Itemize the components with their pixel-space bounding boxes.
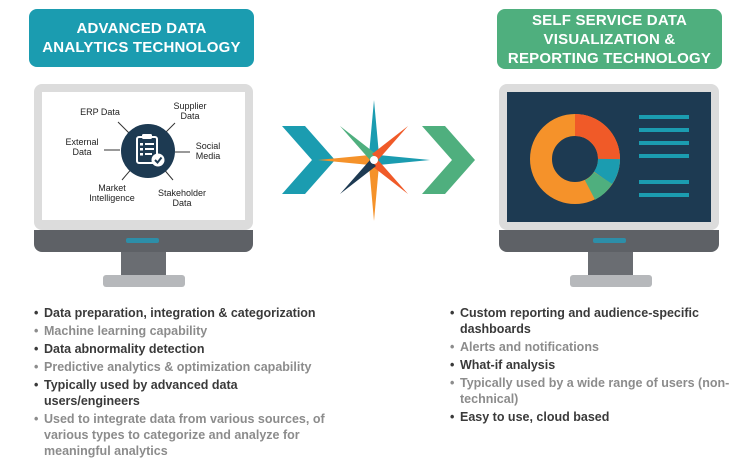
label-supplier-data: Supplier Data: [165, 101, 215, 121]
label-supplier-line1: Supplier: [173, 101, 207, 111]
list-item: What-if analysis: [450, 357, 735, 373]
list-item: Machine learning capability: [34, 323, 349, 339]
list-item: Used to integrate data from various sour…: [34, 411, 349, 459]
right-monitor-neck: [588, 252, 633, 276]
left-monitor-stand: [103, 275, 185, 287]
label-market-line1: Market: [98, 183, 126, 193]
list-item: Data preparation, integration & categori…: [34, 305, 349, 321]
label-stakeholder-data: Stakeholder Data: [152, 188, 212, 208]
advanced-analytics-title-line1: ADVANCED DATA: [76, 20, 207, 37]
left-monitor-neck: [121, 252, 166, 276]
label-external-line1: External: [65, 137, 99, 147]
label-external-data: External Data: [58, 137, 106, 157]
self-service-title: SELF SERVICE DATA VISUALIZATION & REPORT…: [497, 9, 722, 69]
right-monitor-stand: [570, 275, 652, 287]
label-erp-data: ERP Data: [75, 107, 125, 117]
list-item: Typically used by advanced data users/en…: [34, 377, 284, 409]
advanced-analytics-features: Data preparation, integration & categori…: [34, 305, 349, 461]
compass-star-icon: [318, 100, 430, 221]
label-supplier-line2: Data: [180, 111, 200, 121]
list-item: Alerts and notifications: [450, 339, 735, 355]
label-stakeholder-line2: Data: [172, 198, 192, 208]
donut-chart-icon: [530, 114, 620, 204]
label-social-line2: Media: [195, 151, 221, 161]
list-item: Predictive analytics & optimization capa…: [34, 359, 349, 375]
label-market-intelligence: Market Intelligence: [84, 183, 140, 203]
self-service-title-line3: REPORTING TECHNOLOGY: [507, 49, 712, 67]
left-monitor-slot: [126, 238, 159, 243]
label-erp-data-text: ERP Data: [80, 107, 120, 117]
label-market-line2: Intelligence: [89, 193, 135, 203]
list-item: Custom reporting and audience-specific d…: [450, 305, 735, 337]
right-monitor-slot: [593, 238, 626, 243]
self-service-title-line2: VISUALIZATION &: [543, 30, 676, 48]
label-social-media: Social Media: [186, 141, 230, 161]
clipboard-check-icon: [120, 123, 176, 179]
list-item: Easy to use, cloud based: [450, 409, 735, 425]
advanced-analytics-title-line2: ANALYTICS TECHNOLOGY: [42, 39, 241, 56]
chevron-right-icon: [422, 126, 475, 194]
dashboard-list-lines: [639, 115, 689, 197]
list-item: Typically used by a wide range of users …: [450, 375, 735, 407]
label-stakeholder-line1: Stakeholder: [157, 188, 207, 198]
label-social-line1: Social: [195, 141, 221, 151]
list-item: Data abnormality detection: [34, 341, 349, 357]
self-service-features: Custom reporting and audience-specific d…: [450, 305, 735, 427]
self-service-title-line1: SELF SERVICE DATA: [531, 11, 688, 29]
label-external-line2: Data: [72, 147, 92, 157]
advanced-analytics-title: ADVANCED DATA ANALYTICS TECHNOLOGY: [29, 9, 254, 67]
